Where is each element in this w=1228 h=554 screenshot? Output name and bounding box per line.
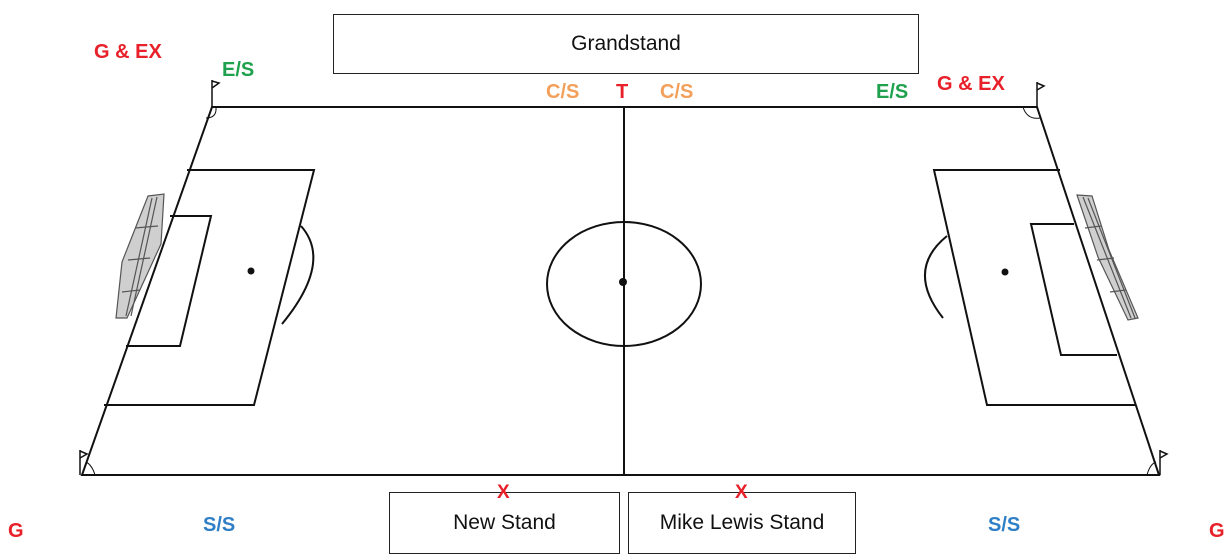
marker-x-mike-lewis-stand: X — [735, 482, 748, 503]
corner-arc-bl — [85, 461, 96, 476]
pitch-outline — [80, 106, 1161, 476]
right-penalty-arc — [923, 235, 948, 319]
marker-cs-left: C/S — [546, 81, 580, 103]
marker-g-ex-top-left: G & EX — [94, 41, 162, 63]
marker-es-top-left: E/S — [222, 59, 255, 81]
grandstand-box: Grandstand — [333, 14, 919, 74]
corner-arc-br — [1146, 461, 1157, 476]
corner-flag-icon — [79, 450, 89, 475]
marker-x-new-stand: X — [497, 482, 510, 503]
corner-arc-tr — [1022, 106, 1041, 119]
left-penalty-area — [104, 169, 316, 406]
marker-cs-right: C/S — [660, 81, 694, 103]
marker-ss-right: S/S — [988, 514, 1021, 536]
corner-flag-icon — [211, 80, 221, 107]
centre-spot — [619, 278, 627, 286]
left-goal-net-icon — [115, 193, 165, 319]
marker-g-ex-top-right: G & EX — [937, 73, 1005, 95]
corner-flag-icon — [1036, 82, 1046, 107]
corner-arc-tl — [205, 106, 217, 119]
mike-lewis-stand-box: Mike Lewis Stand — [628, 492, 856, 554]
left-goal-area — [126, 215, 213, 347]
right-goal-net-icon — [1076, 194, 1139, 321]
left-penalty-spot — [247, 267, 255, 275]
right-goal-area — [1029, 223, 1117, 356]
marker-ss-left: S/S — [203, 514, 236, 536]
centre-circle — [546, 221, 702, 347]
right-penalty-area — [932, 169, 1136, 406]
corner-flag-icon — [1159, 450, 1169, 475]
marker-g-bottom-right: G — [1209, 520, 1225, 542]
marker-g-bottom-left: G — [8, 520, 24, 542]
right-penalty-spot — [1001, 268, 1009, 276]
marker-t: T — [616, 81, 629, 103]
marker-es-top-right: E/S — [876, 81, 909, 103]
left-penalty-arc — [281, 225, 315, 325]
